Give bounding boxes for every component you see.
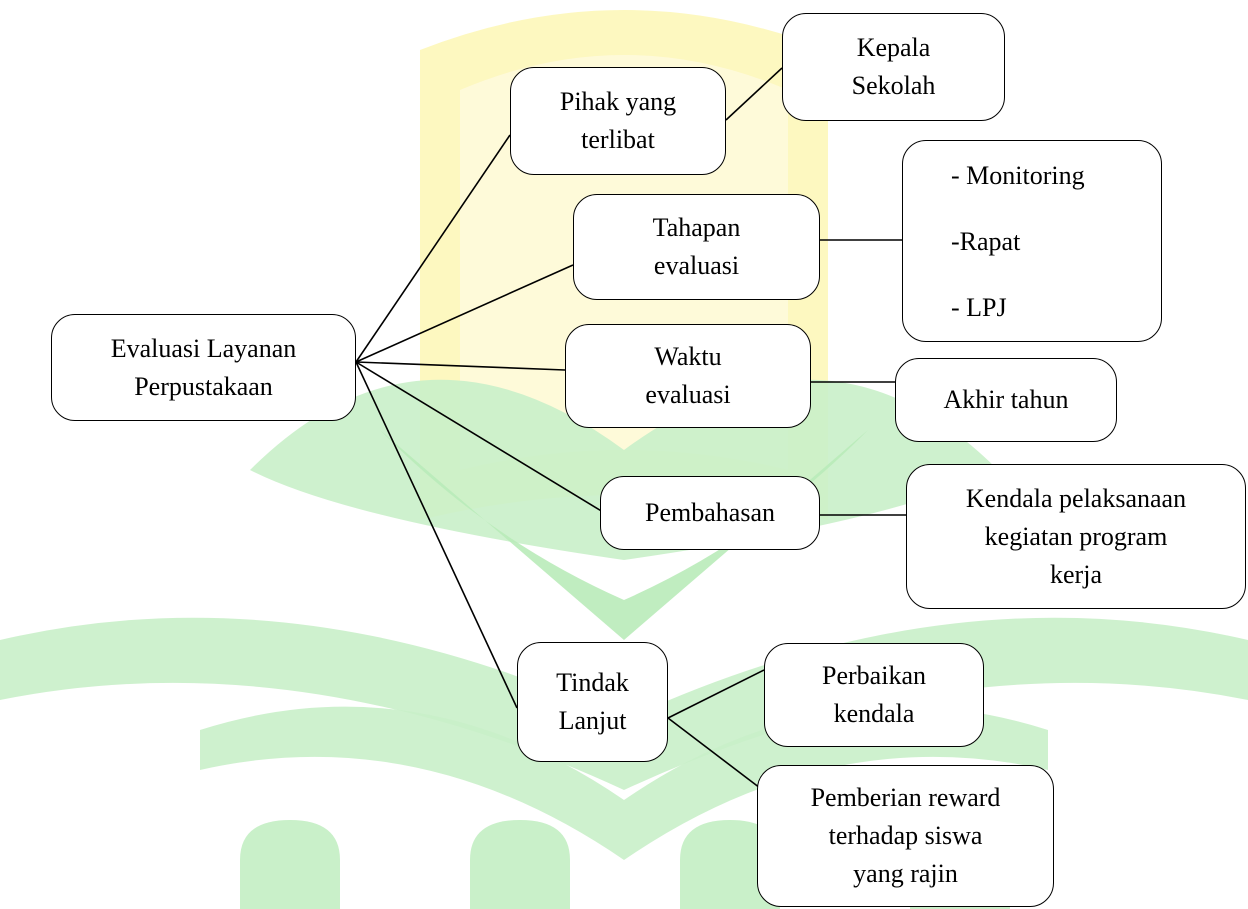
node-line: Tindak [556,668,629,697]
branch-node-pihak: Pihak yang terlibat [510,67,726,175]
leaf-node-akhir-tahun: Akhir tahun [895,358,1117,442]
branch-node-waktu: Waktu evaluasi [565,324,811,428]
connector-root-tindak [355,361,518,709]
connector-root-pembahasan [355,361,604,513]
node-line: terhadap siswa [828,821,983,850]
node-line: evaluasi [645,380,731,409]
node-line: Perpustakaan [134,371,273,401]
leaf-node-perbaikan: Perbaikan kendala [764,643,984,747]
node-line: Pihak yang [559,87,677,116]
node-line: Tahapan [652,213,741,242]
node-line: Kendala pelaksanaan [965,483,1187,513]
node-line: kegiatan program [984,521,1168,551]
node-line: - LPJ [951,293,1007,322]
node-line: -Rapat [951,227,1021,256]
node-line: Pemberian reward [810,783,1001,812]
node-line: kendala [833,699,915,728]
connector-root-tahapan [355,264,574,363]
branch-node-tahapan: Tahapan evaluasi [573,194,820,300]
node-line: kerja [1050,559,1102,589]
node-line: Lanjut [558,706,627,735]
node-line: terlibat [581,125,655,154]
connector-tindak-perbaikan [667,669,765,719]
branch-node-pembahasan: Pembahasan [600,476,820,550]
connector-pihak-kepala [725,67,783,121]
branch-node-tindak: Tindak Lanjut [517,642,668,762]
connector-root-waktu [355,361,566,371]
node-line: Sekolah [851,71,936,100]
leaf-node-kepala-sekolah: Kepala Sekolah [782,13,1005,121]
connector-root-pihak [355,134,511,363]
node-line: Pembahasan [645,498,775,527]
leaf-node-kendala: Kendala pelaksanaan kegiatan program ker… [906,464,1246,609]
connector-tindak-reward [667,717,761,789]
node-line: Perbaikan [822,661,926,690]
root-node-evaluasi-layanan: Evaluasi Layanan Perpustakaan [51,314,356,421]
node-line: yang rajin [853,859,958,888]
leaf-node-tahapan-list: - Monitoring -Rapat - LPJ [902,140,1162,342]
node-line: evaluasi [653,251,740,280]
node-line: - Monitoring [951,161,1085,190]
leaf-node-reward: Pemberian reward terhadap siswa yang raj… [757,765,1054,907]
node-line: Kepala [856,33,931,62]
node-line: Evaluasi Layanan [110,333,297,363]
node-line: Akhir tahun [943,385,1069,414]
node-line: Waktu [654,342,722,371]
